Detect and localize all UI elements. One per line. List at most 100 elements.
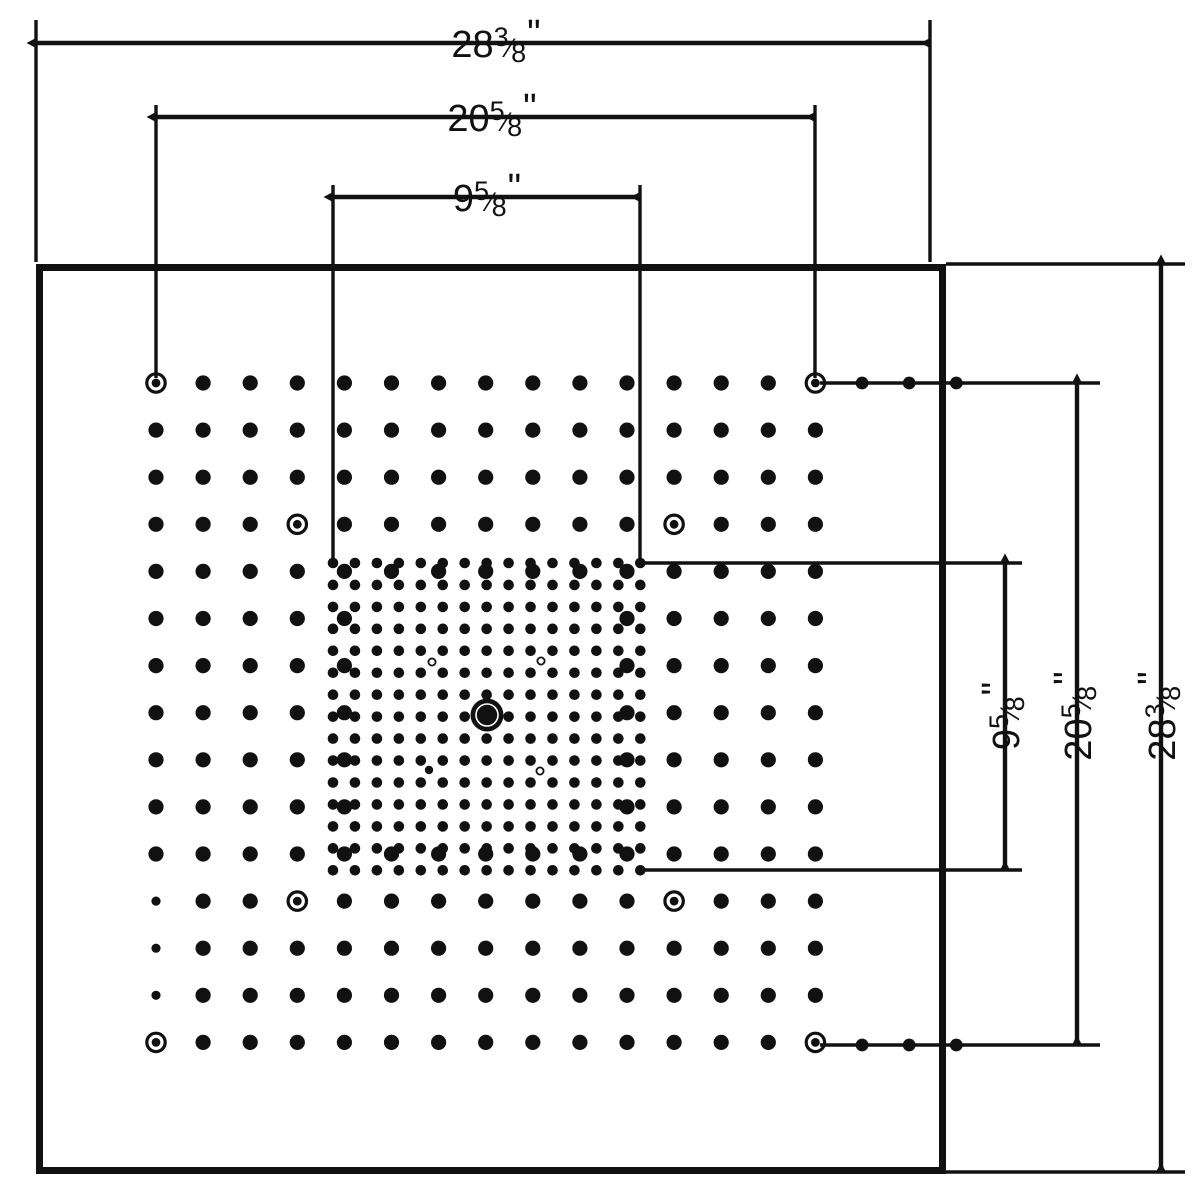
- inner-nozzle-dot: [547, 755, 558, 766]
- inner-nozzle-dot: [327, 865, 339, 876]
- inner-nozzle-dot: [569, 667, 580, 679]
- nozzle-dot: [289, 846, 305, 862]
- nozzle-dot: [760, 752, 776, 768]
- inner-nozzle-dot: [393, 865, 405, 876]
- inner-nozzle-dot: [591, 777, 602, 788]
- leader-dot: [949, 1038, 963, 1052]
- nozzle-dot: [289, 469, 305, 485]
- inner-nozzle-dot: [393, 623, 405, 635]
- nozzle-dot: [525, 1034, 541, 1050]
- inner-nozzle-dot: [327, 579, 339, 591]
- nozzle-dot: [619, 516, 635, 532]
- inner-nozzle-dot: [415, 733, 427, 744]
- mounting-ring-center: [811, 378, 820, 388]
- inner-nozzle-dot: [569, 799, 580, 810]
- nozzle-dot: [383, 375, 400, 391]
- inner-nozzle-dot: [569, 843, 580, 854]
- nozzle-dot: [336, 610, 352, 627]
- inner-nozzle-dot: [371, 799, 383, 810]
- nozzle-dot: [760, 799, 776, 815]
- dimension-label-overall-width: 283⁄8": [451, 13, 540, 68]
- dimension-label-mount-span-height: 205⁄8": [1047, 671, 1102, 760]
- nozzle-dot: [713, 893, 729, 909]
- nozzle-dot: [713, 705, 729, 721]
- inner-nozzle-dot: [327, 711, 339, 722]
- inner-nozzle-dot: [481, 623, 492, 635]
- nozzle-dot: [807, 658, 824, 674]
- inner-nozzle-dot: [371, 667, 383, 679]
- nozzle-dot: [619, 658, 635, 674]
- inner-nozzle-dot: [393, 689, 405, 700]
- inner-nozzle-dot: [349, 557, 361, 569]
- inner-nozzle-dot: [415, 557, 427, 569]
- nozzle-dot: [336, 1034, 352, 1050]
- inner-nozzle-dot: [503, 755, 514, 766]
- inner-nozzle-dot: [393, 843, 405, 854]
- nozzle-dot: [666, 658, 682, 674]
- dimension-label-overall-height: 283⁄8": [1131, 671, 1186, 760]
- mounting-ring-center: [151, 1038, 161, 1047]
- nozzle-dot: [478, 422, 494, 438]
- inner-nozzle-dot: [547, 623, 558, 635]
- inner-nozzle-dot: [349, 689, 361, 700]
- nozzle-dot: [760, 940, 776, 956]
- inner-nozzle-dot: [415, 601, 427, 613]
- nozzle-dot: [478, 563, 494, 580]
- nozzle-dot: [383, 1034, 400, 1050]
- nozzle-dot: [195, 469, 211, 485]
- inner-nozzle-dot: [415, 821, 427, 832]
- inner-nozzle-dot: [371, 711, 383, 722]
- inner-nozzle-dot: [371, 777, 383, 788]
- nozzle-dot: [242, 752, 258, 768]
- nozzle-dot: [195, 658, 211, 674]
- nozzle-dot: [619, 375, 635, 391]
- inner-nozzle-dot: [371, 755, 383, 766]
- nozzle-dot: [148, 422, 164, 438]
- nozzle-dot: [336, 987, 352, 1003]
- inner-nozzle-dot: [349, 667, 361, 679]
- inner-nozzle-dot: [437, 843, 449, 854]
- inner-nozzle-dot: [569, 689, 580, 700]
- inner-nozzle-dot: [547, 645, 558, 657]
- inner-nozzle-dot: [415, 865, 427, 876]
- inner-nozzle-dot: [635, 579, 646, 591]
- inner-nozzle-dot: [635, 711, 646, 722]
- inner-nozzle-dot: [635, 799, 646, 810]
- nozzle-dot: [383, 469, 400, 485]
- inner-nozzle-dot: [371, 821, 383, 832]
- nozzle-dot: [148, 469, 164, 485]
- nozzle-dot: [431, 375, 447, 391]
- nozzle-dot: [383, 987, 400, 1003]
- nozzle-dot: [383, 422, 400, 438]
- nozzle-dot: [431, 516, 447, 532]
- nozzle-dot: [760, 610, 776, 627]
- nozzle-dot: [666, 705, 682, 721]
- nozzle-dot: [242, 987, 258, 1003]
- nozzle-dot: [195, 422, 211, 438]
- inner-nozzle-dot: [437, 865, 449, 876]
- inner-nozzle-dot: [349, 711, 361, 722]
- inner-nozzle-dot: [613, 799, 624, 810]
- nozzle-dot: [336, 563, 352, 580]
- nozzle-dot: [242, 563, 258, 580]
- inner-nozzle-dot: [459, 711, 471, 722]
- inner-nozzle-dot: [503, 601, 514, 613]
- inner-nozzle-dot: [349, 579, 361, 591]
- nozzle-dot: [666, 422, 682, 438]
- inner-nozzle-dot: [547, 579, 558, 591]
- nozzle-dot: [336, 940, 352, 956]
- pinhole-icon: [424, 765, 434, 775]
- inner-nozzle-dot: [459, 667, 471, 679]
- nozzle-dot: [619, 987, 635, 1003]
- inner-nozzle-dot: [349, 865, 361, 876]
- nozzle-dot: [807, 893, 824, 909]
- mounting-ring-icon: [663, 890, 685, 912]
- nozzle-dot: [807, 940, 824, 956]
- mounting-ring-center: [292, 519, 302, 529]
- nozzle-dot: [807, 469, 824, 485]
- nozzle-dot: [666, 563, 682, 580]
- nozzle-dot: [760, 469, 776, 485]
- nozzle-dot: [760, 563, 776, 580]
- nozzle-dot: [572, 469, 588, 485]
- inner-nozzle-dot: [525, 755, 536, 766]
